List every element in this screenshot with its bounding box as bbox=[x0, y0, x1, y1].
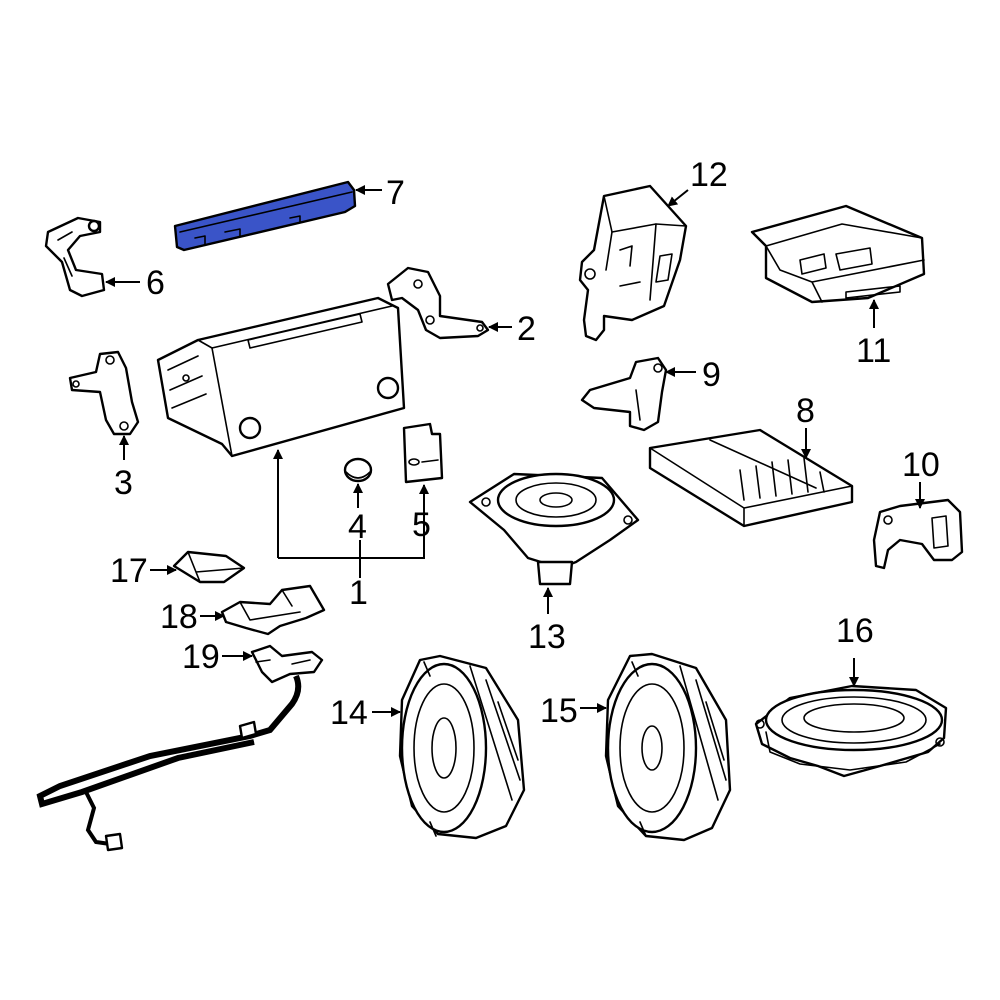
callout-3: 3 bbox=[114, 464, 133, 502]
callout-8: 8 bbox=[796, 392, 815, 430]
part-9-bracket[interactable] bbox=[580, 356, 668, 432]
leader-lines bbox=[105, 185, 925, 717]
callout-5: 5 bbox=[412, 506, 431, 544]
part-12-control-module[interactable] bbox=[578, 184, 688, 342]
part-13-tweeter[interactable] bbox=[468, 472, 640, 586]
part-5-sd-card[interactable] bbox=[402, 422, 444, 484]
callout-4: 4 bbox=[348, 508, 367, 546]
callout-13: 13 bbox=[528, 618, 566, 656]
callout-18: 18 bbox=[160, 598, 198, 636]
callout-labels: 1 2 3 4 5 6 7 8 9 10 11 12 13 14 15 16 1… bbox=[110, 156, 940, 732]
part-8-amplifier[interactable] bbox=[648, 428, 854, 528]
callout-9: 9 bbox=[702, 356, 721, 394]
part-19-wiring-harness[interactable] bbox=[36, 644, 324, 852]
part-6-bracket[interactable] bbox=[44, 216, 106, 298]
part-11-module[interactable] bbox=[750, 204, 926, 304]
part-3-bracket[interactable] bbox=[68, 350, 140, 436]
callout-19: 19 bbox=[182, 638, 220, 676]
callout-2: 2 bbox=[517, 310, 536, 348]
part-16-speaker[interactable] bbox=[754, 684, 948, 778]
part-2-bracket[interactable] bbox=[386, 266, 490, 340]
callout-16: 16 bbox=[836, 612, 874, 650]
part-10-bracket[interactable] bbox=[872, 498, 964, 570]
callout-6: 6 bbox=[146, 264, 165, 302]
part-1-head-unit[interactable] bbox=[156, 296, 406, 458]
callout-14: 14 bbox=[330, 694, 368, 732]
part-15-speaker[interactable] bbox=[604, 652, 732, 842]
callout-12: 12 bbox=[690, 156, 728, 194]
part-17-sensor[interactable] bbox=[172, 550, 246, 584]
part-18-bracket[interactable] bbox=[220, 584, 326, 636]
part-7-highlighted-module[interactable] bbox=[173, 180, 357, 252]
callout-11: 11 bbox=[856, 332, 891, 370]
callout-7: 7 bbox=[386, 174, 405, 212]
part-4-plug[interactable] bbox=[343, 457, 373, 483]
callout-17: 17 bbox=[110, 552, 148, 590]
callout-1: 1 bbox=[349, 574, 368, 612]
part-14-speaker[interactable] bbox=[398, 654, 526, 840]
callout-10: 10 bbox=[902, 446, 940, 484]
callout-15: 15 bbox=[540, 692, 578, 730]
